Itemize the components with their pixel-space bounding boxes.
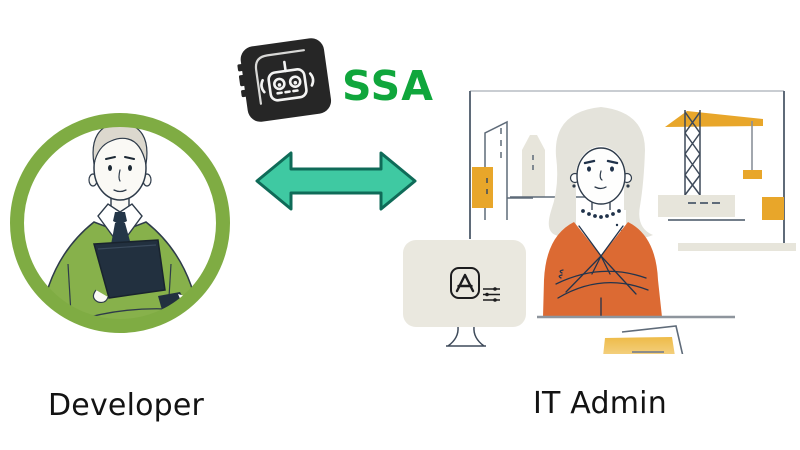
crane-icon — [658, 110, 796, 251]
frame — [469, 90, 785, 248]
ssa-label: SSA — [342, 62, 434, 110]
sliders-icon — [483, 287, 500, 302]
necklace — [581, 209, 621, 219]
developer-avatar — [10, 113, 230, 333]
laptop-icon — [93, 239, 166, 299]
robot-app-icon — [237, 38, 332, 122]
it-admin-label: IT Admin — [533, 386, 667, 421]
bidirectional-arrow-icon — [255, 151, 417, 211]
developer-label: Developer — [48, 388, 205, 423]
it-admin-illustration — [403, 90, 796, 354]
avatar-ring — [10, 113, 230, 333]
blazer — [543, 222, 662, 317]
documents-icon — [603, 325, 684, 354]
buildings-icon — [472, 120, 590, 220]
app-store-icon — [450, 267, 480, 299]
it-admin-person — [543, 107, 662, 318]
robot-face-icon — [260, 60, 315, 102]
monitor-icon — [403, 240, 526, 347]
